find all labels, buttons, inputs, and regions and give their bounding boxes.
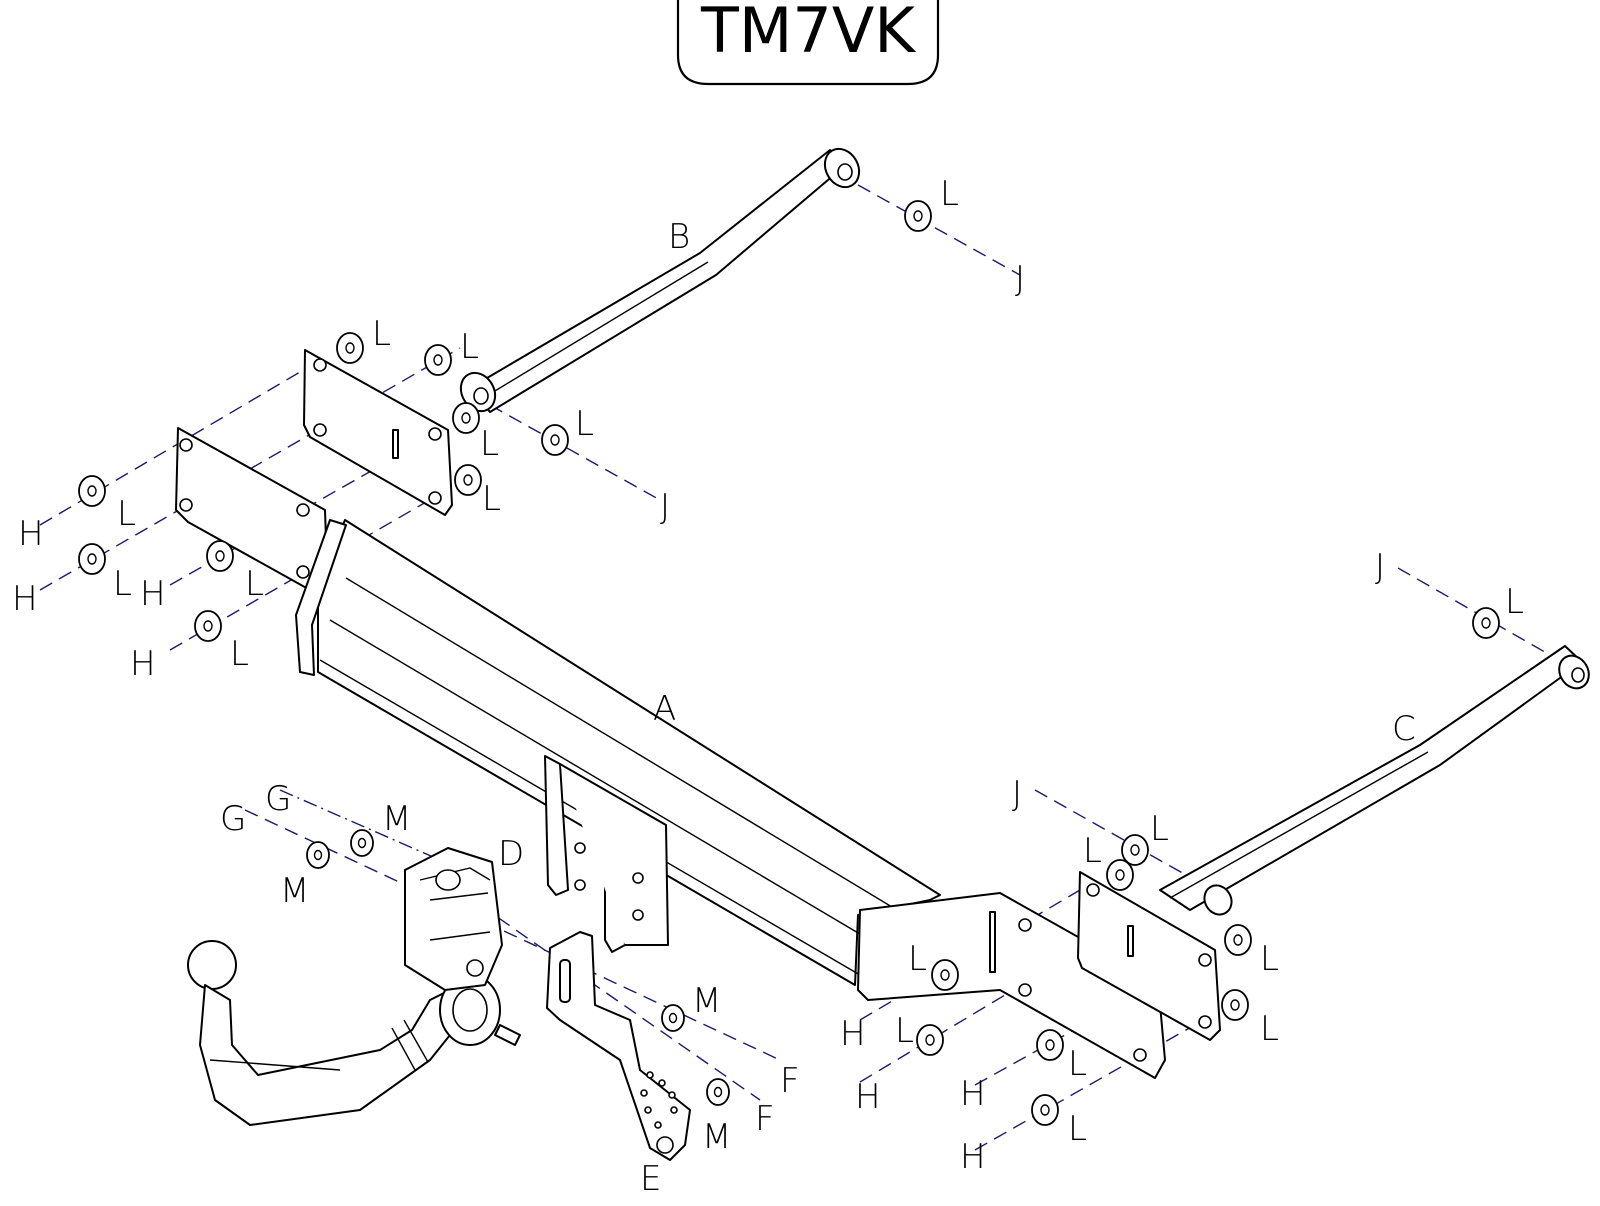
washer <box>541 424 569 456</box>
washer <box>452 402 480 434</box>
label-h: H <box>960 1074 986 1114</box>
washers <box>78 200 1500 1126</box>
washer <box>1031 1094 1059 1126</box>
label-h: H <box>130 644 156 684</box>
label-d: D <box>498 834 524 874</box>
label-h: H <box>840 1014 866 1054</box>
label-l: L <box>940 174 959 214</box>
washer <box>306 841 330 869</box>
label-c: C <box>1392 709 1416 749</box>
label-e: E <box>640 1159 661 1199</box>
washer <box>1224 924 1252 956</box>
label-j: J <box>1015 259 1025 299</box>
washer <box>454 464 482 496</box>
label-m: M <box>382 799 411 839</box>
washer <box>194 610 222 642</box>
washer <box>336 332 364 364</box>
label-l: L <box>1260 1009 1279 1049</box>
bracket-hole-pattern <box>640 1071 678 1129</box>
arm-c <box>1159 645 1590 916</box>
label-m: M <box>280 871 309 911</box>
label-l: L <box>117 494 136 534</box>
label-g: G <box>265 779 291 819</box>
label-l: L <box>460 327 479 367</box>
label-l: L <box>1505 582 1524 622</box>
label-l: L <box>230 634 249 674</box>
crossbeam-a <box>175 427 1166 1079</box>
label-j: J <box>1012 774 1022 814</box>
washer <box>1121 834 1149 866</box>
left-inner-plate <box>303 349 453 516</box>
label-h: H <box>140 574 166 614</box>
washer <box>1106 859 1134 891</box>
label-l: L <box>1260 939 1279 979</box>
label-m: M <box>702 1117 731 1157</box>
label-j: J <box>660 487 670 527</box>
arm-b <box>459 147 861 413</box>
washer <box>1036 1029 1064 1061</box>
part-labels: B A C D E <box>498 217 1416 1199</box>
label-l: L <box>113 564 132 604</box>
title-text: TM7VK <box>700 0 916 67</box>
label-l: L <box>1068 1044 1087 1084</box>
washer <box>916 1024 944 1056</box>
label-l: L <box>372 314 391 354</box>
label-h: H <box>18 514 44 554</box>
washer <box>78 475 106 507</box>
washer <box>350 829 374 857</box>
label-l: L <box>1150 809 1169 849</box>
socket-bracket-e <box>546 931 691 1161</box>
washer <box>1472 607 1500 639</box>
label-h: H <box>855 1077 881 1117</box>
washer <box>904 200 932 232</box>
label-l: L <box>245 564 264 604</box>
label-f: F <box>780 1061 800 1101</box>
label-g: G <box>220 799 246 839</box>
label-l: L <box>1083 831 1102 871</box>
label-j: J <box>1375 547 1385 587</box>
washer <box>206 540 234 572</box>
washer <box>78 543 106 575</box>
label-l: L <box>482 479 501 519</box>
label-l: L <box>895 1011 914 1051</box>
washer <box>1221 989 1249 1021</box>
label-f: F <box>755 1099 775 1139</box>
label-m: M <box>692 981 721 1021</box>
label-a: A <box>653 689 676 729</box>
label-h: H <box>960 1137 986 1177</box>
washer <box>661 1004 685 1032</box>
right-inner-plate <box>1077 871 1221 1041</box>
label-l: L <box>480 424 499 464</box>
ball-hitch-d <box>187 847 521 1126</box>
label-l: L <box>908 939 927 979</box>
washer <box>931 959 959 991</box>
label-l: L <box>1068 1109 1087 1149</box>
washer <box>424 344 452 376</box>
label-h: H <box>12 579 38 619</box>
label-l: L <box>575 404 594 444</box>
washer <box>706 1078 730 1106</box>
fastener-labels: H H H H H H H H L L L L L L L L L L L L … <box>12 174 1524 1177</box>
label-b: B <box>668 217 690 257</box>
title-tab: TM7VK <box>676 0 940 86</box>
assembly-axes <box>39 184 1551 1151</box>
